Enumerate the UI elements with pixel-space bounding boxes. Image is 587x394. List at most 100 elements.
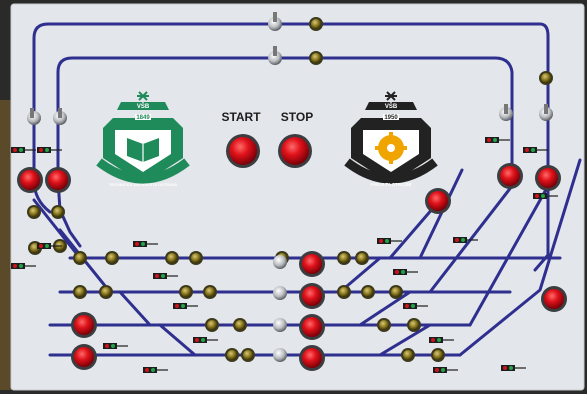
indicator-lamp (165, 251, 179, 265)
route-button[interactable] (71, 344, 97, 370)
track-inner-loop (56, 56, 514, 188)
signal-marker (11, 263, 36, 269)
indicator-lamp (241, 348, 255, 362)
indicator-lamp (389, 285, 403, 299)
track-diag-10 (468, 184, 550, 327)
logo-left-ring (96, 158, 190, 184)
track-outer-loop (32, 22, 550, 272)
route-button[interactable] (497, 163, 523, 189)
signal-marker (403, 303, 428, 309)
logo-right-year-box (383, 114, 399, 120)
signal-marker (377, 238, 402, 244)
track-diag-4 (158, 323, 197, 357)
signal-marker (103, 343, 128, 349)
start-button[interactable] (226, 134, 260, 168)
signal-marker (153, 273, 178, 279)
indicator-lamp (355, 251, 369, 265)
indicator-lamp (401, 348, 415, 362)
signal-marker (133, 241, 158, 247)
signal-marker (501, 365, 526, 371)
route-button[interactable] (299, 251, 325, 277)
route-button[interactable] (299, 314, 325, 340)
track-diag-7 (378, 323, 432, 357)
logo-left-year-box (135, 114, 151, 120)
logo-left-banner-text: VŠB (137, 102, 150, 110)
signal-marker (485, 137, 510, 143)
start-label: START (221, 110, 261, 124)
toggle-switch[interactable] (27, 108, 41, 125)
signal-marker (393, 269, 418, 275)
university-logo: VŠB 1849 TECHNICKÁ UNIVERZITA OSTRAVA (96, 91, 190, 187)
signal-marker (193, 337, 218, 343)
route-button[interactable] (71, 312, 97, 338)
logo-right-ring (344, 158, 438, 184)
signal-marker (11, 147, 36, 153)
track-diag-11 (458, 158, 582, 357)
logo-right-banner-text: VŠB (385, 102, 398, 110)
route-button[interactable] (299, 345, 325, 371)
signal-markers (11, 137, 558, 373)
signal-marker (523, 147, 548, 153)
indicator-lamp (337, 285, 351, 299)
logo-right-year: 1950 (384, 115, 398, 121)
gear-icon (375, 132, 407, 164)
indicator-lamp (73, 251, 87, 265)
toggle-switch[interactable] (53, 108, 67, 125)
signal-marker (429, 337, 454, 343)
track-diag-1 (32, 198, 82, 260)
indicator-lamp (105, 251, 119, 265)
indicator-lamps (27, 17, 553, 362)
indicator-lamp (203, 285, 217, 299)
track-diag-8 (418, 168, 464, 260)
signal-marker (37, 147, 62, 153)
toggle-switch[interactable] (273, 318, 287, 332)
indicator-lamp (361, 285, 375, 299)
logo-right-banner (365, 102, 417, 110)
route-button[interactable] (535, 165, 561, 191)
stop-label: STOP (281, 110, 313, 124)
toggle-switch[interactable] (273, 286, 287, 300)
hammer-pick-icon (385, 91, 397, 101)
track-diag-3 (118, 290, 152, 327)
indicator-lamp (189, 251, 203, 265)
toggle-switch[interactable] (273, 348, 287, 362)
signal-marker (533, 193, 558, 199)
logo-left-banner (117, 102, 169, 110)
route-button[interactable] (45, 167, 71, 193)
indicator-lamp (99, 285, 113, 299)
signal-marker (173, 303, 198, 309)
toggle-switch[interactable] (499, 104, 513, 121)
toggle-switch[interactable] (268, 12, 282, 31)
indicator-lamp (377, 318, 391, 332)
indicator-lamp (51, 205, 65, 219)
panel-face (10, 3, 585, 391)
indicator-lamp (309, 17, 323, 31)
route-button[interactable] (425, 188, 451, 214)
stop-button[interactable] (278, 134, 312, 168)
indicator-lamp (539, 71, 553, 85)
indicator-lamp (73, 285, 87, 299)
indicator-lamp (179, 285, 193, 299)
track-diag-6 (358, 290, 412, 327)
route-button[interactable] (299, 283, 325, 309)
logo-left-year: 1849 (136, 115, 150, 121)
route-button[interactable] (17, 167, 43, 193)
signal-marker (433, 367, 458, 373)
indicator-lamp (233, 318, 247, 332)
indicator-lamp (225, 348, 239, 362)
faculty-logo: VŠB 1950 FAKULTA STROJNÍ (344, 91, 438, 187)
indicator-lamp (27, 205, 41, 219)
indicator-lamp (205, 318, 219, 332)
signal-marker (37, 243, 62, 249)
toggle-switch[interactable] (268, 46, 282, 65)
logo-left-ring-text: TECHNICKÁ UNIVERZITA OSTRAVA (109, 182, 177, 187)
toggle-switch[interactable] (539, 104, 553, 121)
toggle-switch[interactable] (273, 255, 287, 269)
track-diag-9 (428, 184, 514, 294)
signal-marker (453, 237, 478, 243)
signal-marker (143, 367, 168, 373)
indicator-lamp (431, 348, 445, 362)
route-button[interactable] (541, 286, 567, 312)
indicator-lamp (309, 51, 323, 65)
